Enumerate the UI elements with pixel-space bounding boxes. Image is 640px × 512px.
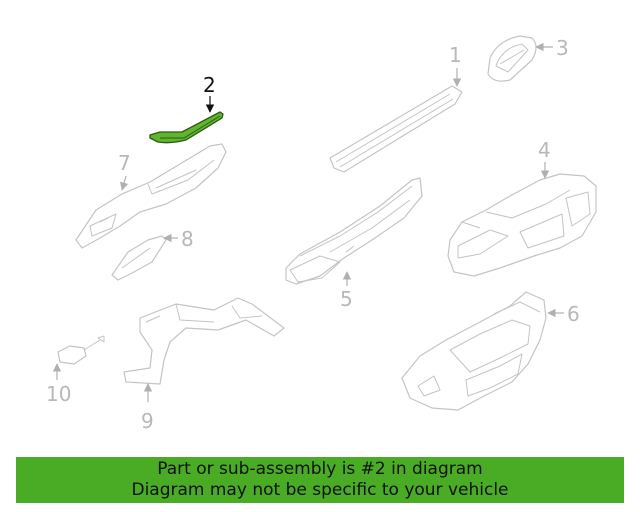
part-5-center-panel: 5	[285, 177, 423, 311]
callout-10: 10	[46, 382, 71, 406]
part-2-trim-highlighted: 2	[149, 73, 224, 144]
part-1-trim-strip: 1	[329, 43, 463, 173]
part-10-sensor: 10	[46, 335, 105, 406]
callout-6: 6	[567, 302, 580, 326]
callout-8: 8	[181, 227, 194, 251]
callout-9: 9	[141, 409, 154, 433]
part-info-banner: Part or sub-assembly is #2 in diagram Di…	[16, 457, 624, 503]
parts-diagram: 1 3 2 7 8 5	[46, 35, 597, 433]
part-4-right-assembly: 4	[447, 138, 597, 277]
banner-line-part-number: Part or sub-assembly is #2 in diagram	[157, 459, 483, 479]
banner-line-disclaimer: Diagram may not be specific to your vehi…	[131, 480, 509, 500]
part-6-console: 6	[401, 291, 580, 411]
part-7-left-panel: 7	[75, 143, 227, 249]
callout-1: 1	[449, 43, 462, 67]
part-9-bracket: 9	[123, 297, 285, 433]
callout-3: 3	[556, 36, 569, 60]
part-8-small-panel: 8	[111, 227, 194, 281]
callout-5: 5	[340, 287, 353, 311]
callout-2: 2	[203, 73, 216, 97]
part-3-vent-bezel: 3	[487, 35, 569, 82]
callout-7: 7	[118, 151, 131, 175]
callout-4: 4	[538, 138, 551, 162]
